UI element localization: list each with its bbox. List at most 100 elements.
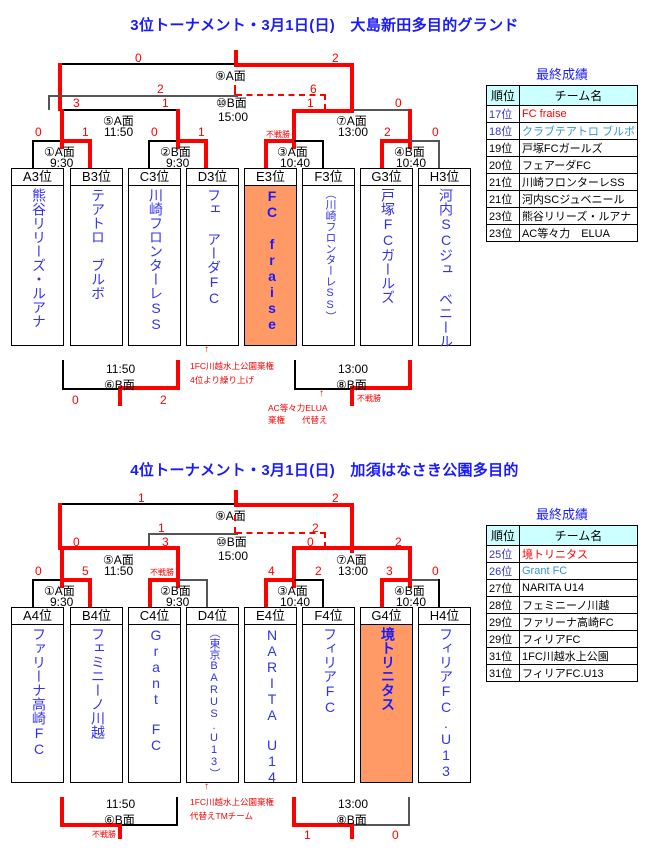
bracket-line [60, 797, 64, 827]
team-card: A4位ファリーナ高崎FC [11, 607, 64, 783]
bracket-line [32, 579, 34, 607]
bracket-line [176, 546, 180, 588]
bracket-line [264, 139, 268, 168]
bracket-line [148, 533, 150, 548]
match-6-time: 11:50 [106, 362, 136, 376]
match-1-time: 9:30 [50, 595, 74, 609]
bracket-line [234, 503, 354, 507]
table-row: 21位川崎フロンターレSS [486, 173, 639, 191]
match-7-label: ⑦A面 [336, 553, 367, 567]
bracket-line [234, 85, 236, 95]
bracket-line [380, 578, 412, 582]
match-9-label: ⑨A面 [215, 509, 246, 523]
arrow-up-icon: ↑ [204, 781, 209, 792]
table-row: 20位フェアーダFC [486, 156, 639, 174]
bracket-line [118, 386, 178, 390]
tournament-4th: 4位トーナメント・3月1日(日) 加須はなさき公園多目的 1 2 ⑨A面 1 2… [0, 445, 649, 867]
bracket-line [292, 109, 296, 149]
team-card-winner: G4位境トリニタス [360, 607, 413, 783]
bracket-line [410, 579, 440, 581]
bracket-line [148, 140, 150, 168]
bracket-line [206, 579, 208, 607]
bracket-line [60, 546, 64, 588]
match-8-label: ⑧B面 [336, 378, 367, 392]
bracket-line [322, 579, 324, 607]
bracket-line [88, 139, 92, 168]
match-7-label: ⑦A面 [336, 114, 367, 128]
bracket-line [148, 578, 180, 582]
table-row: 28位フェミニーノ川越 [486, 596, 638, 614]
bracket-line [354, 824, 410, 826]
match-10-time: 15:00 [218, 549, 249, 563]
match-10-label: ⑩B面 [216, 535, 247, 549]
bracket-line [380, 578, 384, 607]
match-8-time: 13:00 [338, 362, 369, 376]
match-10-label: ⑩B面 [216, 96, 247, 110]
table-row: 25位境トリニタス [486, 545, 638, 563]
table-row: 29位ファリーナ高崎FC [486, 613, 638, 631]
match-6-time: 11:50 [106, 797, 136, 811]
bracket-line [60, 63, 235, 65]
team-card: F3位（川崎フロンターレSS） [302, 168, 355, 346]
bracket-line [292, 546, 354, 550]
bracket-line [438, 140, 440, 168]
team-card: D3位フェ アーダFC [186, 168, 239, 346]
bracket-line [294, 388, 354, 390]
bracket-line [118, 109, 178, 111]
bracket-line [354, 109, 410, 111]
bracket-line [176, 797, 178, 826]
bracket-line [148, 578, 152, 607]
match-2-time: 9:30 [166, 156, 190, 170]
team-card: D4位（東京BARUS.U13） [186, 607, 239, 783]
bracket-line [58, 503, 62, 549]
bracket-line [350, 386, 354, 406]
bracket-line [176, 109, 180, 149]
match-7-time: 13:00 [338, 125, 369, 139]
match-3-label: ③A面 [277, 145, 308, 159]
bracket-line [118, 386, 122, 406]
bracket-line [350, 386, 412, 390]
team-card: H3位河内SCジュ ベニール [418, 168, 471, 348]
bracket-line [118, 823, 122, 839]
table-row: 19位戸塚FCガールズ [486, 139, 639, 157]
bracket-line [350, 503, 354, 553]
match-2-time: 9:30 [166, 595, 190, 609]
bracket-line [322, 140, 324, 168]
bracket-line [380, 139, 384, 168]
table-row: 18位クラブテアトロ ブルボ [486, 122, 639, 140]
match-1-time: 9:30 [50, 156, 74, 170]
bracket-line [292, 546, 296, 588]
match-2-label: ②B面 [160, 145, 191, 159]
team-card: H4位フィリアFC.U13 [418, 607, 471, 783]
bracket-line [48, 95, 50, 110]
table-row: 21位河内SCジュベニール [486, 190, 639, 208]
match-1-label: ①A面 [44, 145, 75, 159]
bracket-line [60, 578, 92, 582]
table-row: 23位熊谷リリーズ・ルアナ [486, 207, 639, 225]
match-6-label: ⑥B面 [104, 813, 135, 827]
bracket-line [58, 546, 178, 550]
bracket-line [32, 579, 62, 581]
match-3-time: 10:40 [280, 595, 311, 609]
bracket-line [60, 823, 122, 827]
bracket-line [294, 140, 324, 142]
bracket-line [204, 139, 208, 168]
match-3-label: ③A面 [277, 584, 308, 598]
team-card: G3位戸塚FCガールズ [360, 168, 413, 346]
tournament-title: 4位トーナメント・3月1日(日) 加須はなさき公園多目的 [130, 462, 519, 479]
bracket-line [234, 50, 238, 66]
bracket-line [60, 109, 120, 111]
bracket-line [122, 824, 178, 826]
bracket-line [60, 503, 235, 505]
match-5-label: ⑤A面 [103, 114, 134, 128]
bracket-line [264, 139, 296, 143]
table-row: 29位フィリアFC [486, 630, 638, 648]
arrow-up-icon: ↑ [319, 388, 324, 399]
bracket-line [148, 140, 180, 142]
